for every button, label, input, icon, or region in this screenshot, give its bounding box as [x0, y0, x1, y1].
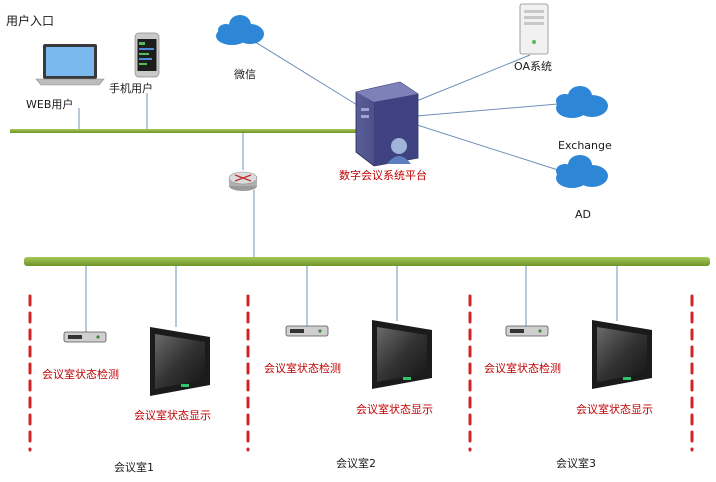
room1-display-icon: [150, 327, 210, 396]
room1-display-label: 会议室状态显示: [134, 409, 211, 422]
link-exchange: [415, 103, 559, 117]
top-bus: [10, 129, 410, 133]
wechat-cloud-icon: [216, 15, 264, 45]
user-entry-label: 用户入口: [6, 14, 55, 28]
web-user-label: WEB用户: [26, 98, 74, 111]
room2-detect-label: 会议室状态检测: [264, 362, 341, 375]
room1-detect-label: 会议室状态检测: [42, 368, 119, 381]
room2-name-label: 会议室2: [336, 457, 376, 470]
room3-detector-icon: [505, 325, 549, 337]
platform-label: 数字会议系统平台: [339, 169, 427, 182]
link-oa: [413, 54, 531, 103]
room3-display-label: 会议室状态显示: [576, 403, 653, 416]
exchange-cloud-icon: [556, 86, 608, 118]
bottom-bus: [24, 257, 710, 266]
platform-server-icon: [355, 81, 419, 167]
ad-cloud-icon: [556, 155, 608, 188]
connection-lines: [78, 39, 618, 332]
room3-name-label: 会议室3: [556, 457, 596, 470]
ad-label: AD: [575, 208, 591, 221]
laptop-icon: [35, 44, 105, 86]
wechat-label: 微信: [234, 68, 256, 81]
mobile-user-label: 手机用户: [109, 82, 153, 95]
oa-server-icon: [519, 3, 549, 55]
phone-icon: [134, 32, 160, 78]
oa-label: OA系统: [514, 60, 552, 73]
router-icon: [228, 171, 258, 191]
link-ad: [413, 123, 559, 171]
room-dividers: [28, 294, 694, 452]
exchange-label: Exchange: [558, 139, 612, 152]
room2-display-icon: [372, 320, 432, 389]
room2-display-label: 会议室状态显示: [356, 403, 433, 416]
room3-detect-label: 会议室状态检测: [484, 362, 561, 375]
room2-detector-icon: [285, 325, 329, 337]
room1-name-label: 会议室1: [114, 461, 154, 474]
room1-detector-icon: [63, 331, 107, 343]
room3-display-icon: [592, 320, 652, 389]
link-wechat: [251, 39, 363, 109]
